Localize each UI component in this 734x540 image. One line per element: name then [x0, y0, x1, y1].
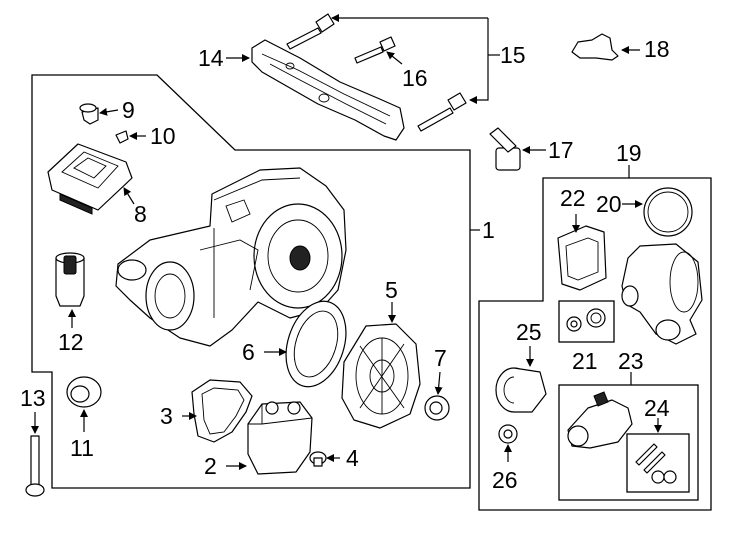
callout-12: 12 — [58, 329, 84, 355]
plug-9-part — [79, 103, 99, 125]
support-bracket-part — [251, 39, 405, 141]
housing-assembly-frame — [31, 74, 471, 489]
callout-17: 17 — [548, 137, 574, 163]
callout-14: 14 — [198, 45, 224, 71]
callout-8: 8 — [134, 201, 147, 227]
callout-9: 9 — [122, 97, 135, 123]
rear-cover-5-part — [341, 323, 421, 429]
module-22-part — [557, 225, 607, 291]
callout-11: 11 — [70, 435, 94, 461]
control-module-8-part — [47, 143, 133, 215]
mount-bushing-12-part — [55, 252, 85, 307]
actuator-kit-frame — [478, 177, 712, 511]
callout-21: 21 — [572, 348, 598, 374]
seal-kit-21-frame — [558, 300, 615, 343]
seal-11-part — [66, 376, 102, 408]
bolt-16 — [354, 36, 396, 64]
callout-22: 22 — [560, 185, 586, 211]
callout-25: 25 — [516, 319, 542, 345]
plug-4-part — [309, 451, 327, 467]
breather-valve-part — [489, 127, 521, 171]
callout-13: 13 — [20, 385, 46, 411]
differential-housing-part — [115, 167, 347, 347]
motor-23-part — [567, 391, 633, 449]
callout-7: 7 — [434, 345, 447, 371]
callout-1: 1 — [482, 217, 495, 243]
o-ring-20-part — [643, 187, 693, 237]
leader-lines — [31, 14, 662, 470]
seals-21-part — [566, 308, 606, 332]
long-bolt-13-part — [25, 435, 45, 497]
nut-26-part — [498, 424, 518, 444]
callout-2: 2 — [204, 453, 217, 479]
motor-assembly-23-frame — [558, 384, 699, 501]
callout-20: 20 — [596, 191, 622, 217]
callout-24: 24 — [644, 395, 670, 421]
bolt-15-lower — [417, 92, 467, 132]
callout-15: 15 — [500, 42, 526, 68]
cap-25-part — [495, 367, 547, 413]
actuator-pump-19-part — [621, 243, 703, 345]
bolt-kit-24-frame — [626, 433, 690, 493]
small-bracket-part — [571, 33, 619, 61]
bolt-15-upper — [286, 13, 335, 50]
callout-10: 10 — [150, 123, 176, 149]
nut-10-part — [115, 130, 129, 144]
bolts-24-part — [635, 443, 677, 484]
gasket-6-part — [285, 300, 347, 388]
callout-19: 19 — [616, 140, 642, 166]
callout-18: 18 — [644, 36, 670, 62]
callout-23: 23 — [618, 348, 644, 374]
callout-3: 3 — [160, 403, 173, 429]
callout-6: 6 — [242, 339, 255, 365]
callout-16: 16 — [402, 65, 428, 91]
callout-4: 4 — [346, 445, 359, 471]
callout-26: 26 — [492, 467, 518, 493]
block-2-part — [247, 401, 313, 475]
callout-5: 5 — [385, 277, 398, 303]
bearing-7-part — [424, 395, 450, 421]
